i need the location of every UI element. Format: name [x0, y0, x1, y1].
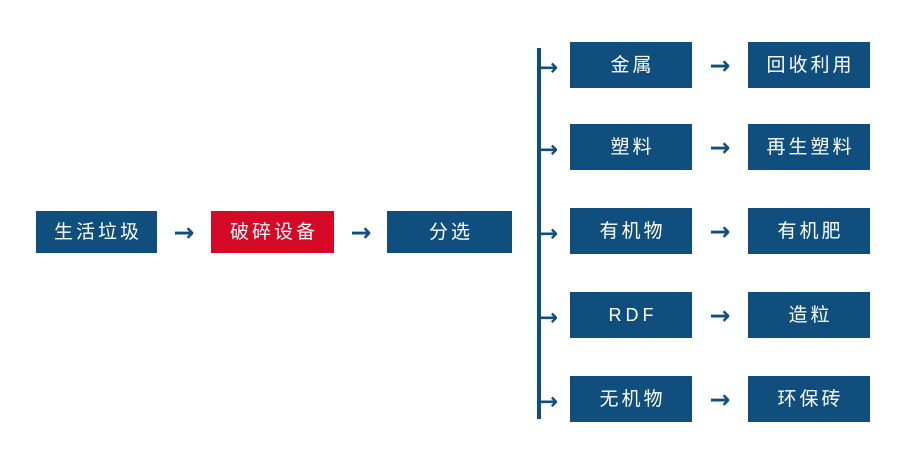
node-material-rdf[interactable]: RDF [570, 292, 692, 338]
node-household-waste[interactable]: 生活垃圾 [36, 211, 157, 253]
node-product-recycled-plastic[interactable]: 再生塑料 [748, 124, 870, 170]
node-material-plastic[interactable]: 塑料 [570, 124, 692, 170]
node-material-organic[interactable]: 有机物 [570, 208, 692, 254]
branch-arrow-right-icon-3: → [539, 220, 559, 247]
node-product-recycling[interactable]: 回收利用 [748, 42, 870, 88]
arrow-right-icon-branch-4: → [709, 300, 731, 330]
branch-arrow-right-icon-2: → [539, 136, 559, 163]
arrow-right-icon-branch-5: → [709, 384, 731, 414]
arrow-right-icon-main-1: → [173, 217, 195, 247]
arrow-right-icon-branch-2: → [709, 132, 731, 162]
branch-arrow-right-icon-5: → [539, 388, 559, 415]
node-sorting[interactable]: 分选 [387, 211, 512, 253]
node-product-eco-brick[interactable]: 环保砖 [748, 376, 870, 422]
arrow-right-icon-main-2: → [350, 217, 372, 247]
branch-arrow-right-icon-4: → [539, 304, 559, 331]
distribution-trunk-line [537, 48, 541, 419]
branch-arrow-right-icon-1: → [539, 54, 559, 81]
node-material-metal[interactable]: 金属 [570, 42, 692, 88]
arrow-right-icon-branch-3: → [709, 216, 731, 246]
arrow-right-icon-branch-1: → [709, 50, 731, 80]
node-product-organic-fertilizer[interactable]: 有机肥 [748, 208, 870, 254]
node-crushing-equipment[interactable]: 破碎设备 [211, 211, 334, 253]
node-material-inorganic[interactable]: 无机物 [570, 376, 692, 422]
node-product-granulation[interactable]: 造粒 [748, 292, 870, 338]
